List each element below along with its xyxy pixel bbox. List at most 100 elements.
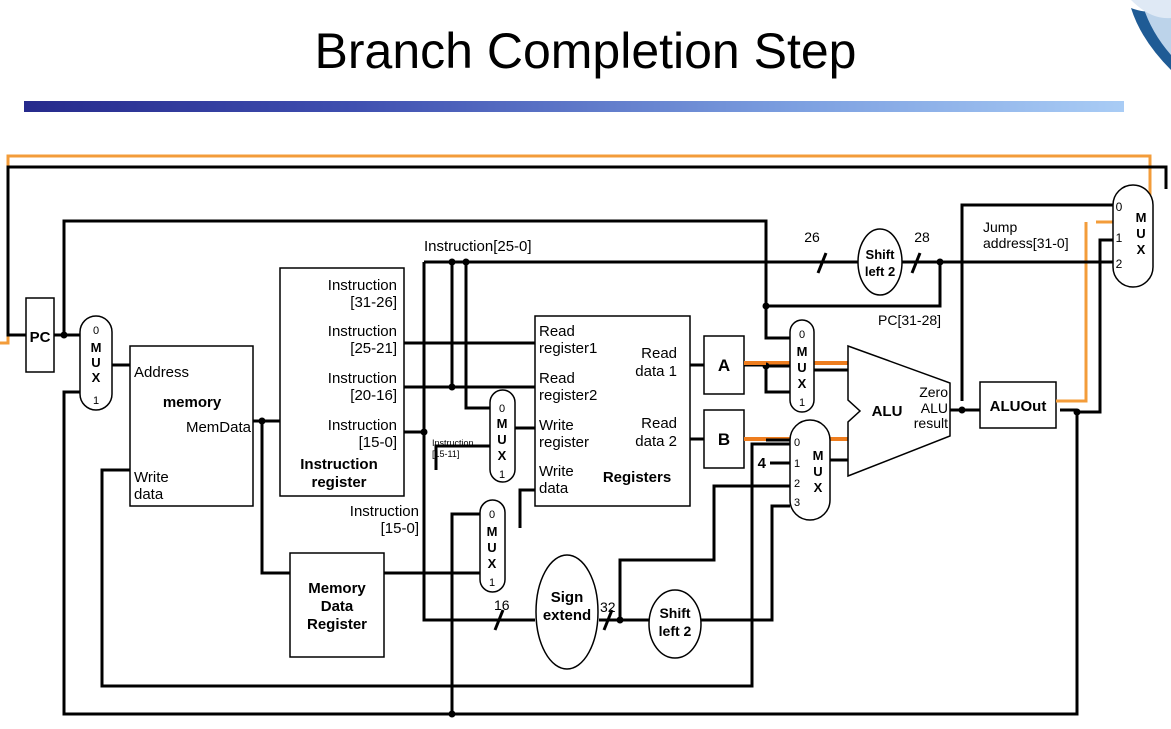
- ir-31-26-line1: Instruction: [328, 277, 397, 294]
- svg-text:Shift: Shift: [659, 605, 690, 621]
- register-file: Read register1 Read register2 Write regi…: [534, 315, 691, 507]
- b-register: B: [703, 409, 745, 469]
- svg-text:ALUOut: ALUOut: [990, 398, 1047, 415]
- svg-text:B: B: [718, 430, 730, 449]
- svg-text:Write: Write: [539, 463, 574, 480]
- svg-text:X: X: [798, 376, 807, 391]
- datapath-wires: [6, 165, 1168, 716]
- ir-name-line1: Instruction: [300, 456, 378, 473]
- svg-text:data 2: data 2: [635, 433, 677, 450]
- svg-text:Read: Read: [539, 370, 575, 387]
- svg-text:3: 3: [794, 497, 800, 509]
- svg-text:ALU: ALU: [872, 403, 903, 420]
- svg-text:1: 1: [489, 577, 495, 589]
- svg-text:U: U: [487, 540, 496, 555]
- ir-name-line2: register: [311, 474, 366, 491]
- svg-text:A: A: [718, 356, 730, 375]
- svg-text:ALU: ALU: [921, 400, 948, 416]
- svg-text:left 2: left 2: [865, 264, 895, 279]
- svg-text:2: 2: [1116, 257, 1123, 271]
- svg-text:Read: Read: [539, 323, 575, 340]
- pc-31-28-label: PC[31-28]: [878, 312, 941, 328]
- svg-text:1: 1: [799, 397, 805, 409]
- ir-25-21-line2: [25-21]: [350, 340, 397, 357]
- jump-address-line2: address[31-0]: [983, 235, 1069, 251]
- svg-text:U: U: [1136, 226, 1145, 241]
- memory-memdata-label: MemData: [186, 419, 252, 436]
- instruction-register: Instruction [31-26] Instruction [25-21] …: [279, 267, 405, 497]
- memory-unit: Address memory MemData Write data: [129, 345, 254, 507]
- pc-label: PC: [30, 329, 51, 346]
- svg-text:X: X: [814, 480, 823, 495]
- ir-15-0-line1: Instruction: [328, 417, 397, 434]
- sign-extend-unit: Sign extend: [535, 554, 599, 670]
- svg-text:X: X: [488, 556, 497, 571]
- wire-junctions: [60, 258, 1081, 718]
- svg-text:M: M: [797, 344, 808, 359]
- memory-name: memory: [163, 394, 222, 411]
- svg-text:U: U: [797, 360, 806, 375]
- corner-logo: [1131, 0, 1171, 70]
- mux-write-register: 0 M U X 1: [489, 389, 516, 483]
- svg-text:Read: Read: [641, 345, 677, 362]
- svg-text:Write: Write: [539, 417, 574, 434]
- svg-text:left 2: left 2: [659, 623, 692, 639]
- svg-text:Zero: Zero: [919, 384, 948, 400]
- ir-20-16-line2: [20-16]: [350, 387, 397, 404]
- svg-text:0: 0: [499, 403, 505, 415]
- instruction-15-11-line2: [15-11]: [432, 449, 459, 459]
- svg-text:X: X: [1137, 242, 1146, 257]
- svg-text:Shift: Shift: [866, 247, 896, 262]
- mux-letter-m: M: [91, 340, 102, 355]
- ir-31-26-line2: [31-26]: [350, 294, 397, 311]
- svg-text:2: 2: [794, 478, 800, 490]
- svg-text:extend: extend: [543, 607, 591, 624]
- bits-26-label: 26: [804, 229, 820, 245]
- shift-left-2-jump: Shift left 2: [857, 228, 903, 296]
- svg-text:M: M: [1136, 210, 1147, 225]
- memory-address-label: Address: [134, 364, 189, 381]
- const-4-label: 4: [758, 455, 767, 472]
- slide-title: Branch Completion Step: [314, 23, 857, 79]
- mux-alu-src-b: 0 1 2 3 M U X: [789, 419, 831, 521]
- memory-data-register: Memory Data Register: [289, 552, 385, 658]
- svg-text:M: M: [497, 416, 508, 431]
- bits-16-label: 16: [494, 597, 510, 613]
- mux-alu-src-a: 0 M U X 1: [789, 319, 815, 413]
- svg-text:result: result: [914, 415, 948, 431]
- instruction-15-0-b-line1: Instruction: [350, 503, 419, 520]
- jump-address-line1: Jump: [983, 219, 1017, 235]
- bits-32-label: 32: [600, 599, 616, 615]
- svg-text:U: U: [813, 464, 822, 479]
- instruction-15-0-b-line2: [15-0]: [381, 520, 419, 537]
- svg-text:0: 0: [799, 329, 805, 341]
- bits-28-label: 28: [914, 229, 930, 245]
- svg-text:U: U: [497, 432, 506, 447]
- mux-input-0: 0: [93, 325, 99, 337]
- ir-15-0-line2: [15-0]: [359, 434, 397, 451]
- mux-pc-address: 0 M U X 1: [79, 315, 113, 411]
- svg-text:1: 1: [1116, 231, 1123, 245]
- svg-text:X: X: [498, 448, 507, 463]
- ir-20-16-line1: Instruction: [328, 370, 397, 387]
- instruction-15-11-line1: Instruction: [432, 438, 474, 448]
- alu: ALU Zero ALU result: [847, 344, 951, 478]
- title-underline-bar: [24, 101, 1124, 112]
- svg-text:Registers: Registers: [603, 469, 671, 486]
- aluout-register: ALUOut: [979, 381, 1057, 429]
- pc-register: PC: [25, 297, 55, 373]
- svg-text:Read: Read: [641, 415, 677, 432]
- svg-text:0: 0: [1116, 200, 1123, 214]
- svg-text:1: 1: [794, 458, 800, 470]
- svg-text:register1: register1: [539, 340, 597, 357]
- svg-text:0: 0: [489, 509, 495, 521]
- svg-text:Memory: Memory: [308, 580, 366, 597]
- svg-text:Sign: Sign: [551, 589, 584, 606]
- svg-text:data: data: [539, 480, 569, 497]
- a-register: A: [703, 335, 745, 395]
- svg-text:1: 1: [499, 469, 505, 481]
- mux-write-data: 0 M U X 1: [479, 499, 506, 593]
- svg-text:register2: register2: [539, 387, 597, 404]
- svg-text:M: M: [813, 448, 824, 463]
